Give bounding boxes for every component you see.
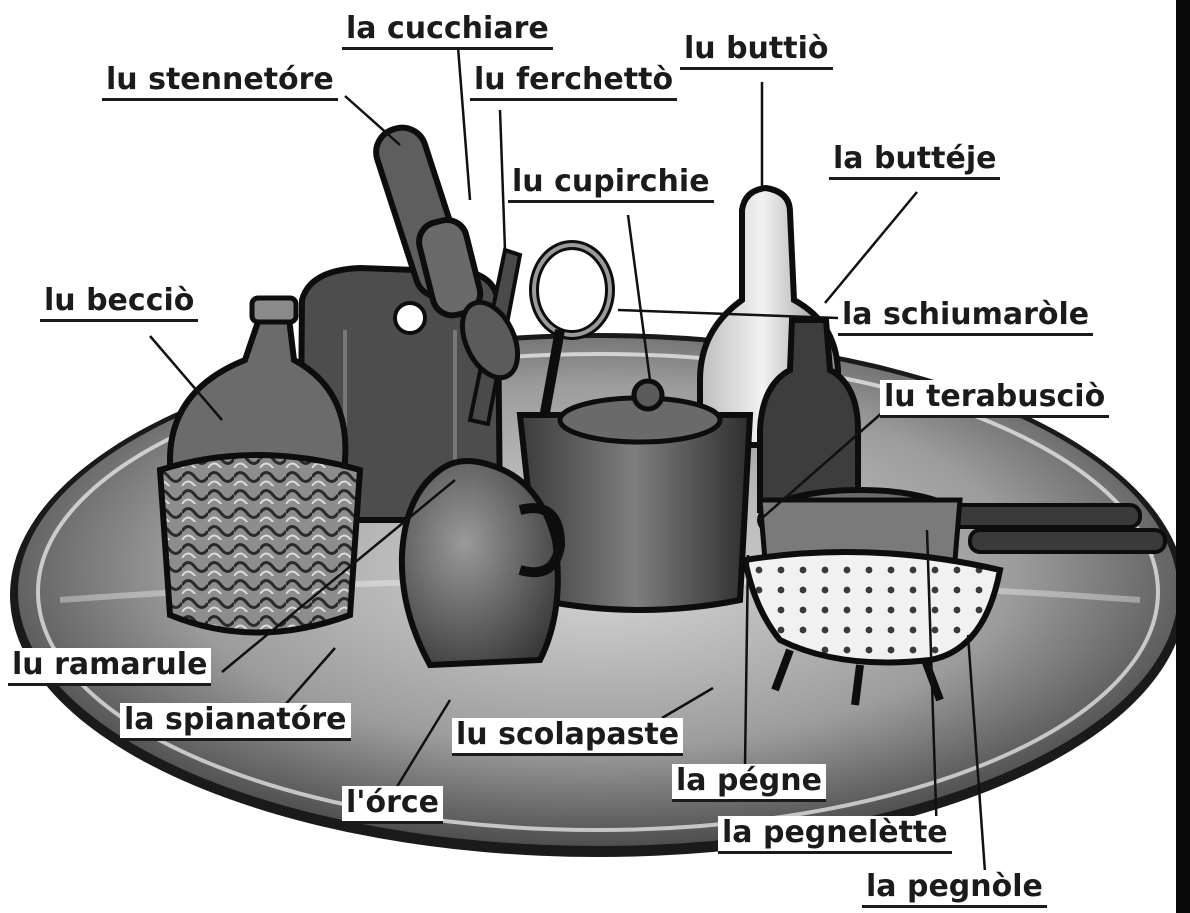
label-buttio: lu buttiò — [680, 32, 833, 70]
label-ramarule: lu ramarule — [8, 648, 211, 686]
label-scolapaste: lu scolapaste — [452, 718, 683, 756]
label-pegnelette: la pegnelètte — [718, 816, 952, 854]
label-butteje: la buttéje — [829, 142, 1000, 180]
label-orce: l'órce — [342, 786, 443, 824]
label-pegnole: la pegnòle — [862, 870, 1047, 908]
label-spianatore: la spianatóre — [120, 703, 351, 741]
label-stennetore: lu stennetóre — [102, 63, 338, 101]
label-cupirchie: lu cupirchie — [508, 165, 714, 203]
right-border — [1176, 0, 1190, 913]
label-schiumarole: la schiumaròle — [838, 298, 1093, 336]
label-beccio: lu becciò — [40, 284, 198, 322]
label-ferchetto: lu ferchettò — [470, 63, 677, 101]
label-cucchiare: la cucchiare — [342, 12, 553, 50]
label-terabuscio: lu terabusciò — [880, 380, 1109, 418]
label-pegne: la pégne — [672, 764, 826, 802]
